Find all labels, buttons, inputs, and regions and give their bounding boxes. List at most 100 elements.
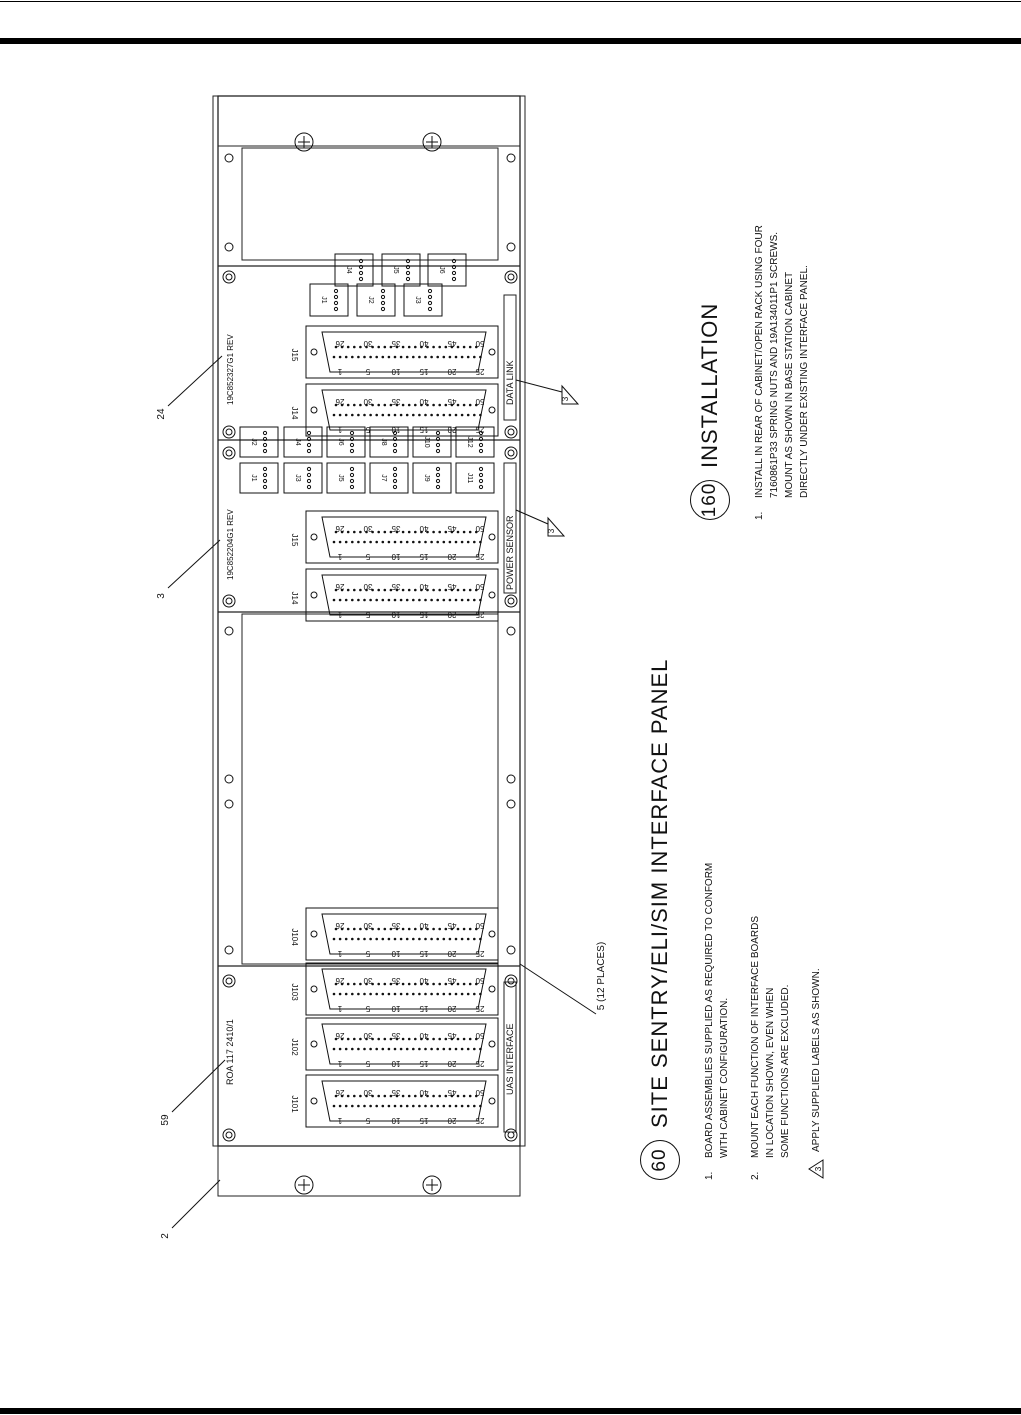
data-j15-pin <box>462 345 466 349</box>
board-screw-head <box>225 273 233 281</box>
uas-j101-pin <box>371 1094 374 1098</box>
uas-j104-pin <box>332 937 336 941</box>
power-j15-pin <box>424 540 427 544</box>
data-j15-pin <box>412 355 415 359</box>
uas-j101-pin <box>436 1104 440 1108</box>
uas-j101-pin <box>401 1094 405 1098</box>
data-j15-pin <box>432 345 435 349</box>
data-j14-connector-screw <box>488 406 496 414</box>
data-jack-pin <box>451 258 457 264</box>
power-j14-pin <box>405 598 409 602</box>
power-j15-pin <box>399 540 403 544</box>
data-j14-pin <box>344 413 348 417</box>
note-text-2: MOUNT EACH FUNCTION OF INTERFACE BOARDS … <box>750 915 791 1158</box>
data-j14-pin <box>365 403 368 407</box>
mount-screw-icon <box>294 132 314 152</box>
power-j15-pin <box>334 530 338 534</box>
panel-hole-icon <box>506 774 516 784</box>
board-screw-head <box>507 597 515 605</box>
uas-j101-pin-label: 35 <box>391 1088 400 1097</box>
top-thick-rule <box>0 38 1021 44</box>
uas-j102-pin <box>473 1047 476 1051</box>
data-j15-pin-label: 50 <box>475 339 484 348</box>
board-screw-head <box>507 428 515 436</box>
data-j14-pin <box>381 413 385 417</box>
board-screw-icon <box>504 425 518 439</box>
power-jack-pin <box>306 484 312 490</box>
uas-j102-pin <box>371 1037 374 1041</box>
label-ref-triangle-icon <box>561 384 580 405</box>
data-j14-pin <box>442 413 446 417</box>
uas-j101-pin <box>338 1104 342 1108</box>
data-jack-pin <box>380 294 386 300</box>
uas-j102-pin <box>442 1047 446 1051</box>
power-j15-pin <box>369 540 372 544</box>
power-j14-pin <box>401 588 405 592</box>
power-j15-pin <box>462 530 466 534</box>
uas-j101-pin <box>375 1104 379 1108</box>
data-j14-pin <box>418 413 421 417</box>
uas-j104-pin <box>414 927 417 931</box>
power-j15-pin <box>436 540 440 544</box>
power-jack-pin <box>392 478 398 484</box>
power-j14-pin-label: 5 <box>365 610 370 619</box>
power-jack-j4 <box>283 426 323 458</box>
board-screw-icon <box>504 1128 518 1142</box>
uas-j102-pin <box>426 1037 429 1041</box>
data-j14-pin <box>432 403 435 407</box>
power-jack-pin <box>349 478 355 484</box>
data-jack-pin <box>380 306 386 312</box>
power-j14-pin-label: 45 <box>447 582 456 591</box>
uas-j103-pin <box>369 992 372 996</box>
notes-circle: 60 <box>640 1140 680 1180</box>
uas-j102-pin <box>338 1047 342 1051</box>
power-jack-pin <box>392 484 398 490</box>
uas-j104-pin <box>407 927 411 931</box>
power-j15-pin <box>353 530 356 534</box>
callout-2-label: 2 <box>160 1233 171 1239</box>
power-j14-pin <box>393 598 397 602</box>
uas-j102-pin <box>369 1047 372 1051</box>
power-jack-pin <box>478 436 484 442</box>
uas-j102-pin <box>334 1037 338 1041</box>
uas-j101-pin <box>432 1094 435 1098</box>
uas-j103-pin <box>420 982 423 986</box>
uas-j104-pin <box>357 937 360 941</box>
power-j15-pin <box>346 530 350 534</box>
uas-j104-pin <box>377 927 381 931</box>
data-j15-pin <box>430 355 433 359</box>
power-j15-pin <box>460 540 464 544</box>
power-j14-pin-label: 50 <box>475 582 484 591</box>
panel-hole-icon <box>506 945 516 955</box>
uas-j103-pin <box>357 992 360 996</box>
uas-j102-pin <box>454 1047 458 1051</box>
data-j14-pin <box>450 403 454 407</box>
power-jack-j10 <box>412 426 452 458</box>
uas-j102-connector-label: J102 <box>290 1038 299 1056</box>
uas-j101-pin <box>332 1104 336 1108</box>
uas-j102-pin <box>405 1047 409 1051</box>
label-ref-number: 3 <box>547 528 556 533</box>
installation-circle: 160 <box>690 480 730 520</box>
uas-j104-pin <box>450 927 454 931</box>
power-j15-connector <box>305 510 499 564</box>
panel-hole-icon <box>224 774 234 784</box>
uas-j103-pin <box>479 992 482 996</box>
power-jack-label: J3 <box>294 474 301 482</box>
installation-block: 160 INSTALLATION 1.INSTALL IN REAR OF CA… <box>690 140 850 520</box>
uas-j102-pin-label: 25 <box>475 1059 484 1068</box>
power-j14-pin <box>351 598 354 602</box>
power-j15-pin <box>338 540 342 544</box>
data-jack-pin <box>358 276 364 282</box>
power-j14-pin <box>448 598 452 602</box>
uas-j103-pin <box>381 992 385 996</box>
power-jack-pin <box>435 478 441 484</box>
uas-j103-pin <box>450 982 454 986</box>
uas-j104-pin <box>371 927 374 931</box>
uas-j101-pin <box>418 1104 421 1108</box>
uas-j103-pin-label: 20 <box>447 1004 456 1013</box>
uas-j104-pin <box>448 937 452 941</box>
power-jack-label: J9 <box>423 474 430 482</box>
uas-j101-pin <box>344 1104 348 1108</box>
uas-j104-pin <box>353 927 356 931</box>
